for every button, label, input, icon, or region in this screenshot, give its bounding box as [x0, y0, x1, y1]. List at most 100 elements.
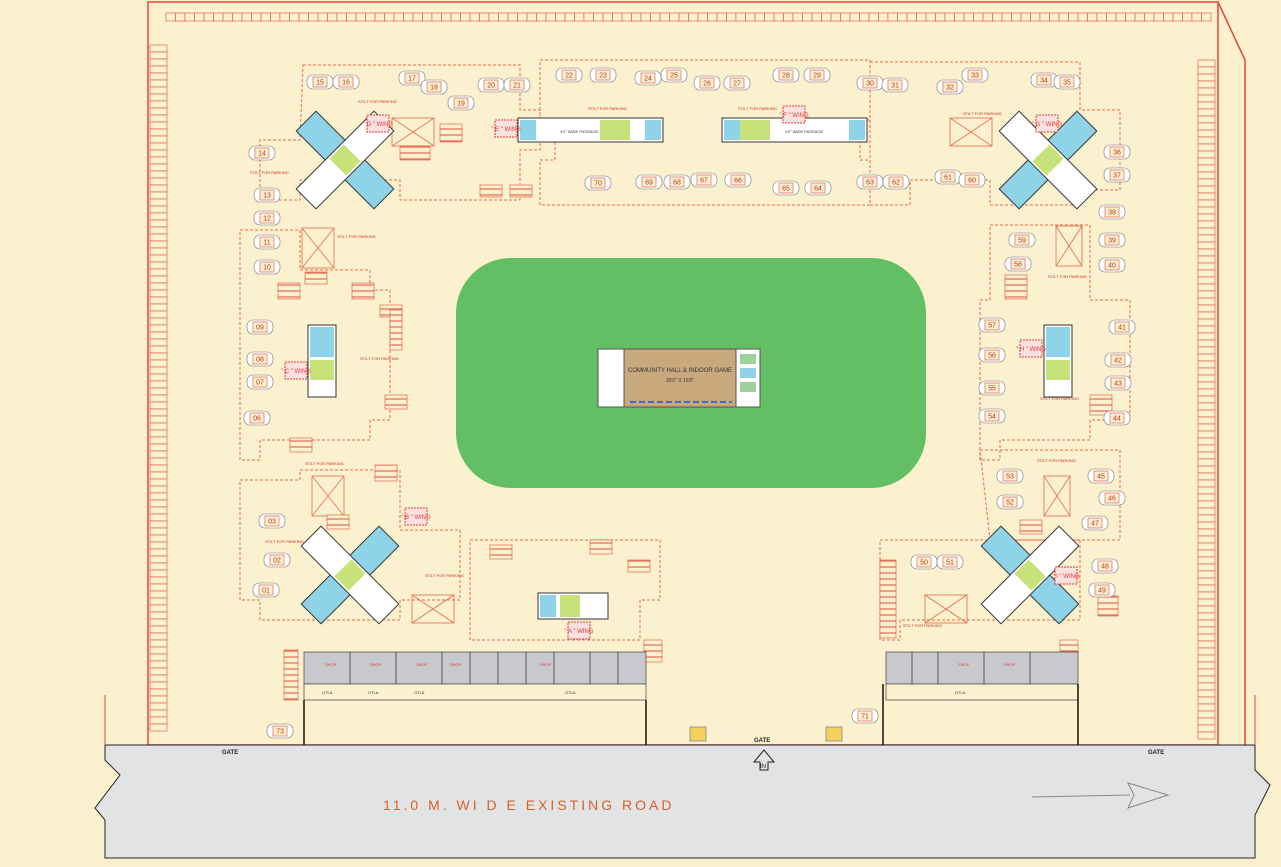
parking-slot: [308, 12, 319, 22]
car-slot: 60: [958, 172, 986, 188]
car-slot: 48: [1091, 558, 1119, 574]
car-slot-number: 31: [891, 83, 899, 90]
parking-slot: [149, 65, 168, 74]
parking-slot: [1197, 388, 1216, 397]
parking-slot: [659, 12, 670, 22]
parking-slot: [1011, 12, 1022, 22]
parking-slot: [830, 12, 841, 22]
parking-slot: [916, 12, 927, 22]
car-slot: 63: [856, 174, 884, 190]
parking-slot: [1197, 290, 1216, 299]
car-slot-number: 43: [1114, 381, 1122, 388]
parking-slot: [488, 12, 499, 22]
car-slot: 68: [663, 174, 691, 190]
parking-slot: [251, 12, 262, 22]
parking-slot: [545, 12, 556, 22]
car-slot-number: 38: [1108, 210, 1116, 217]
car-slot-number: 22: [565, 73, 573, 80]
parking-slot: [1197, 675, 1216, 684]
parking-slot: [764, 12, 775, 22]
parking-slot: [1087, 12, 1098, 22]
shop-label: SHOP: [958, 662, 970, 667]
car-slot-number: 25: [670, 73, 678, 80]
parking-slot: [1115, 12, 1126, 22]
parking-slot: [887, 12, 898, 22]
car-slot-number: 61: [944, 175, 952, 182]
car-slot-number: 26: [703, 81, 711, 88]
parking-slot: [1197, 486, 1216, 495]
parking-slot: [583, 12, 594, 22]
parking-slot: [149, 457, 168, 466]
car-slot-number: 18: [430, 85, 438, 92]
parking-slot: [1197, 136, 1216, 145]
parking-slot: [1182, 12, 1193, 22]
core-a: [537, 592, 609, 620]
parking-slot: [1197, 668, 1216, 677]
parking-slot: [1197, 234, 1216, 243]
stilt-label: STILT FOR PARKING: [963, 111, 1002, 116]
parking-slot: [149, 275, 168, 284]
gate-center-label: GATE: [754, 738, 770, 744]
parking-slot: [1197, 206, 1216, 215]
parking-slot: [149, 534, 168, 543]
car-slot: 33: [961, 67, 989, 83]
stilt-label: STILT FOR PARKING: [903, 623, 942, 628]
wing-label-h: " H " WING: [1016, 347, 1046, 353]
parking-slot: [149, 198, 168, 207]
car-slot: 62: [882, 174, 910, 190]
parking-slot: [1197, 507, 1216, 516]
core-e: 4'0" WIDE PASSAGE: [517, 117, 664, 143]
car-slot: 35: [1053, 74, 1081, 90]
parking-slot: [149, 625, 168, 634]
parking-slot: [1197, 549, 1216, 558]
road-direction-arrow-icon: [1031, 782, 1170, 809]
parking-slot: [149, 310, 168, 319]
parking-slot: [184, 12, 195, 22]
shop-label: SHOP: [370, 662, 382, 667]
car-slot-number: 30: [866, 81, 874, 88]
wing-label-b: " B " WING: [401, 515, 431, 521]
car-slot-number: 41: [1118, 325, 1126, 332]
parking-slot: [1197, 213, 1216, 222]
core-c: [307, 324, 337, 398]
car-slot: 56: [978, 347, 1006, 363]
shops-right: SHOP SHOP OTLA: [882, 651, 1079, 745]
parking-slot: [811, 12, 822, 22]
car-slot: 17: [398, 70, 426, 86]
parking-slot: [149, 93, 168, 102]
parking-slot: [149, 548, 168, 557]
parking-slot: [602, 12, 613, 22]
parking-slot: [1197, 570, 1216, 579]
parking-slot: [1197, 444, 1216, 453]
parking-slot: [1058, 12, 1069, 22]
parking-slot: [149, 380, 168, 389]
parking-slot: [982, 12, 993, 22]
parking-slot: [149, 373, 168, 382]
parking-slot: [1096, 12, 1107, 22]
wing-labels: " D " WING " E " WING " F " WING " G " W…: [281, 105, 1080, 640]
parking-slot: [1197, 409, 1216, 418]
community-hall-title: COMMUNITY HALL & INDOOR GAME: [628, 368, 732, 374]
parking-slot: [1197, 178, 1216, 187]
parking-slot: [149, 86, 168, 95]
stair-core-b: [300, 525, 400, 625]
parking-slot: [726, 12, 737, 22]
car-slot: 26: [693, 75, 721, 91]
wing-label-e: " E " WING: [491, 127, 521, 133]
car-slot-number: 08: [256, 357, 264, 364]
parking-slot: [1106, 12, 1117, 22]
parking-slot: [1197, 59, 1216, 68]
parking-slot: [849, 12, 860, 22]
car-slot-number: 14: [258, 151, 266, 158]
passage-label-f: 4'0" WIDE PASSAGE: [785, 129, 823, 134]
parking-slot: [149, 408, 168, 417]
shop-label: SHOP: [416, 662, 428, 667]
parking-slot: [1197, 87, 1216, 96]
parking-slot: [1197, 157, 1216, 166]
car-slot-number: 20: [487, 83, 495, 90]
parking-slot: [149, 51, 168, 60]
car-slot-number: 24: [644, 76, 652, 83]
car-slot: 27: [723, 75, 751, 91]
parking-slot: [149, 618, 168, 627]
